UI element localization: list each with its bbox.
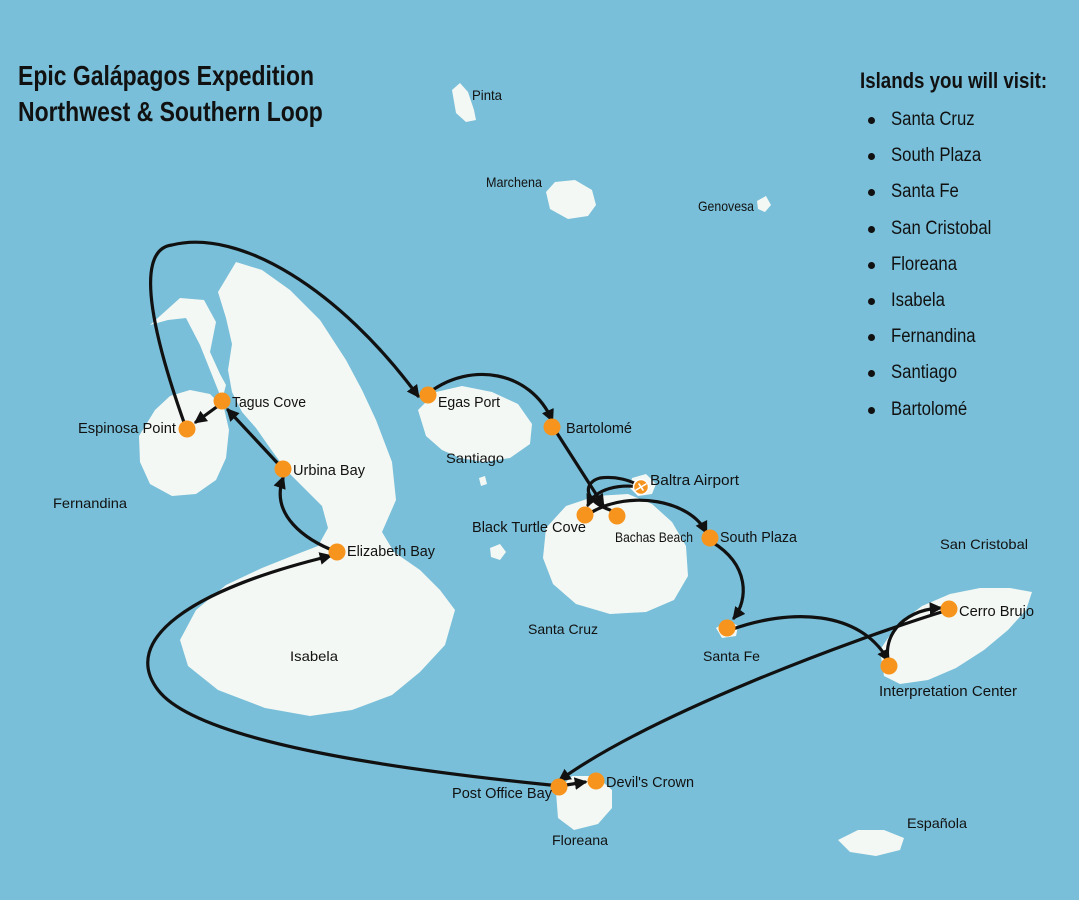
- stop-interpretation-center: [880, 657, 898, 675]
- stop-label-black-turtle-cove: Black Turtle Cove: [472, 519, 586, 536]
- stop-label-baltra-airport: Baltra Airport: [650, 472, 740, 489]
- stop-label-interpretation-center: Interpretation Center: [879, 683, 1017, 700]
- stop-espinosa-point: [178, 420, 196, 438]
- stop-cerro-brujo: [940, 600, 958, 618]
- stop-label-tagus-cove: Tagus Cove: [232, 394, 306, 411]
- map-title-line1: Epic Galápagos Expedition: [18, 60, 314, 91]
- map-title-line2: Northwest & Southern Loop: [18, 96, 323, 127]
- island-floreana: [556, 776, 612, 830]
- stop-label-post-office-bay: Post Office Bay: [452, 785, 552, 802]
- route-segment: [146, 552, 562, 788]
- legend-item: Bartolomé: [860, 392, 1079, 428]
- map-title: Epic Galápagos Expedition Northwest & So…: [18, 58, 323, 130]
- island-espanola: [838, 830, 904, 856]
- stop-elizabeth-bay: [328, 543, 346, 561]
- stop-black-turtle-cove: [576, 506, 594, 524]
- island-label-santa-cruz: Santa Cruz: [528, 621, 598, 637]
- stop-label-south-plaza: South Plaza: [720, 529, 798, 546]
- route-segment: [273, 475, 339, 554]
- islands-legend: Islands you will visit: Santa Cruz South…: [860, 68, 1079, 428]
- route-segment: [226, 408, 285, 471]
- legend-item: Santiago: [860, 355, 1079, 391]
- route-segment: [710, 540, 746, 621]
- island-genovesa: [757, 196, 771, 212]
- legend-item: South Plaza: [860, 138, 1079, 174]
- island-marchena: [546, 180, 596, 219]
- stop-bachas-beach: [608, 507, 626, 525]
- stop-devils-crown: [587, 772, 605, 790]
- legend-item: Fernandina: [860, 319, 1079, 355]
- stop-label-devils-crown: Devil's Crown: [606, 774, 694, 791]
- island-label-san-cristobal: San Cristobal: [940, 536, 1028, 552]
- legend-item: Santa Fe: [860, 174, 1079, 210]
- legend-item: San Cristobal: [860, 211, 1079, 247]
- stop-santa-fe: [718, 619, 736, 637]
- stop-label-bachas-beach: Bachas Beach: [615, 529, 693, 545]
- island-label-fernandina: Fernandina: [53, 495, 127, 511]
- stop-south-plaza: [701, 529, 719, 547]
- island-santa-cruz: [543, 494, 688, 614]
- route-segment: [586, 475, 646, 512]
- stop-label-cerro-brujo: Cerro Brujo: [959, 603, 1034, 620]
- route-segment: [148, 240, 420, 430]
- stop-label-bartolome: Bartolomé: [566, 420, 632, 437]
- stop-label-egas-port: Egas Port: [438, 394, 501, 411]
- route-segment: [557, 608, 950, 782]
- stop-label-urbina-bay: Urbina Bay: [293, 462, 365, 479]
- route-segment: [590, 498, 708, 535]
- route-segment: [728, 615, 890, 663]
- island-santiago: [418, 386, 532, 462]
- stop-urbina-bay: [274, 460, 292, 478]
- island-label-floreana: Floreana: [552, 832, 608, 848]
- route-segment: [553, 428, 605, 508]
- islet-pinzon: [479, 476, 487, 486]
- legend-item: Santa Cruz: [860, 102, 1079, 138]
- island-label-isabela: Isabela: [290, 648, 338, 664]
- island-label-genovesa: Genovesa: [698, 198, 754, 214]
- island-label-espanola: Española: [907, 815, 967, 831]
- islet-rabida: [490, 544, 506, 560]
- island-label-marchena: Marchena: [486, 174, 542, 190]
- stop-label-espinosa-point: Espinosa Point: [78, 420, 177, 437]
- route-segment: [428, 372, 554, 423]
- legend-item: Floreana: [860, 247, 1079, 283]
- island-label-santa-fe: Santa Fe: [703, 648, 760, 664]
- stop-egas-port: [419, 386, 437, 404]
- stop-bartolome: [543, 418, 561, 436]
- airplane-icon: [632, 478, 650, 496]
- island-isabela: [150, 262, 455, 716]
- legend-title: Islands you will visit:: [860, 68, 1048, 93]
- stop-tagus-cove: [213, 392, 231, 410]
- island-pinta: [452, 83, 476, 122]
- legend-list: Santa Cruz South Plaza Santa Fe San Cris…: [860, 102, 1079, 428]
- island-label-pinta: Pinta: [472, 87, 502, 103]
- stop-label-elizabeth-bay: Elizabeth Bay: [347, 543, 435, 560]
- legend-item: Isabela: [860, 283, 1079, 319]
- island-label-santiago: Santiago: [446, 450, 504, 466]
- stop-post-office-bay: [550, 778, 568, 796]
